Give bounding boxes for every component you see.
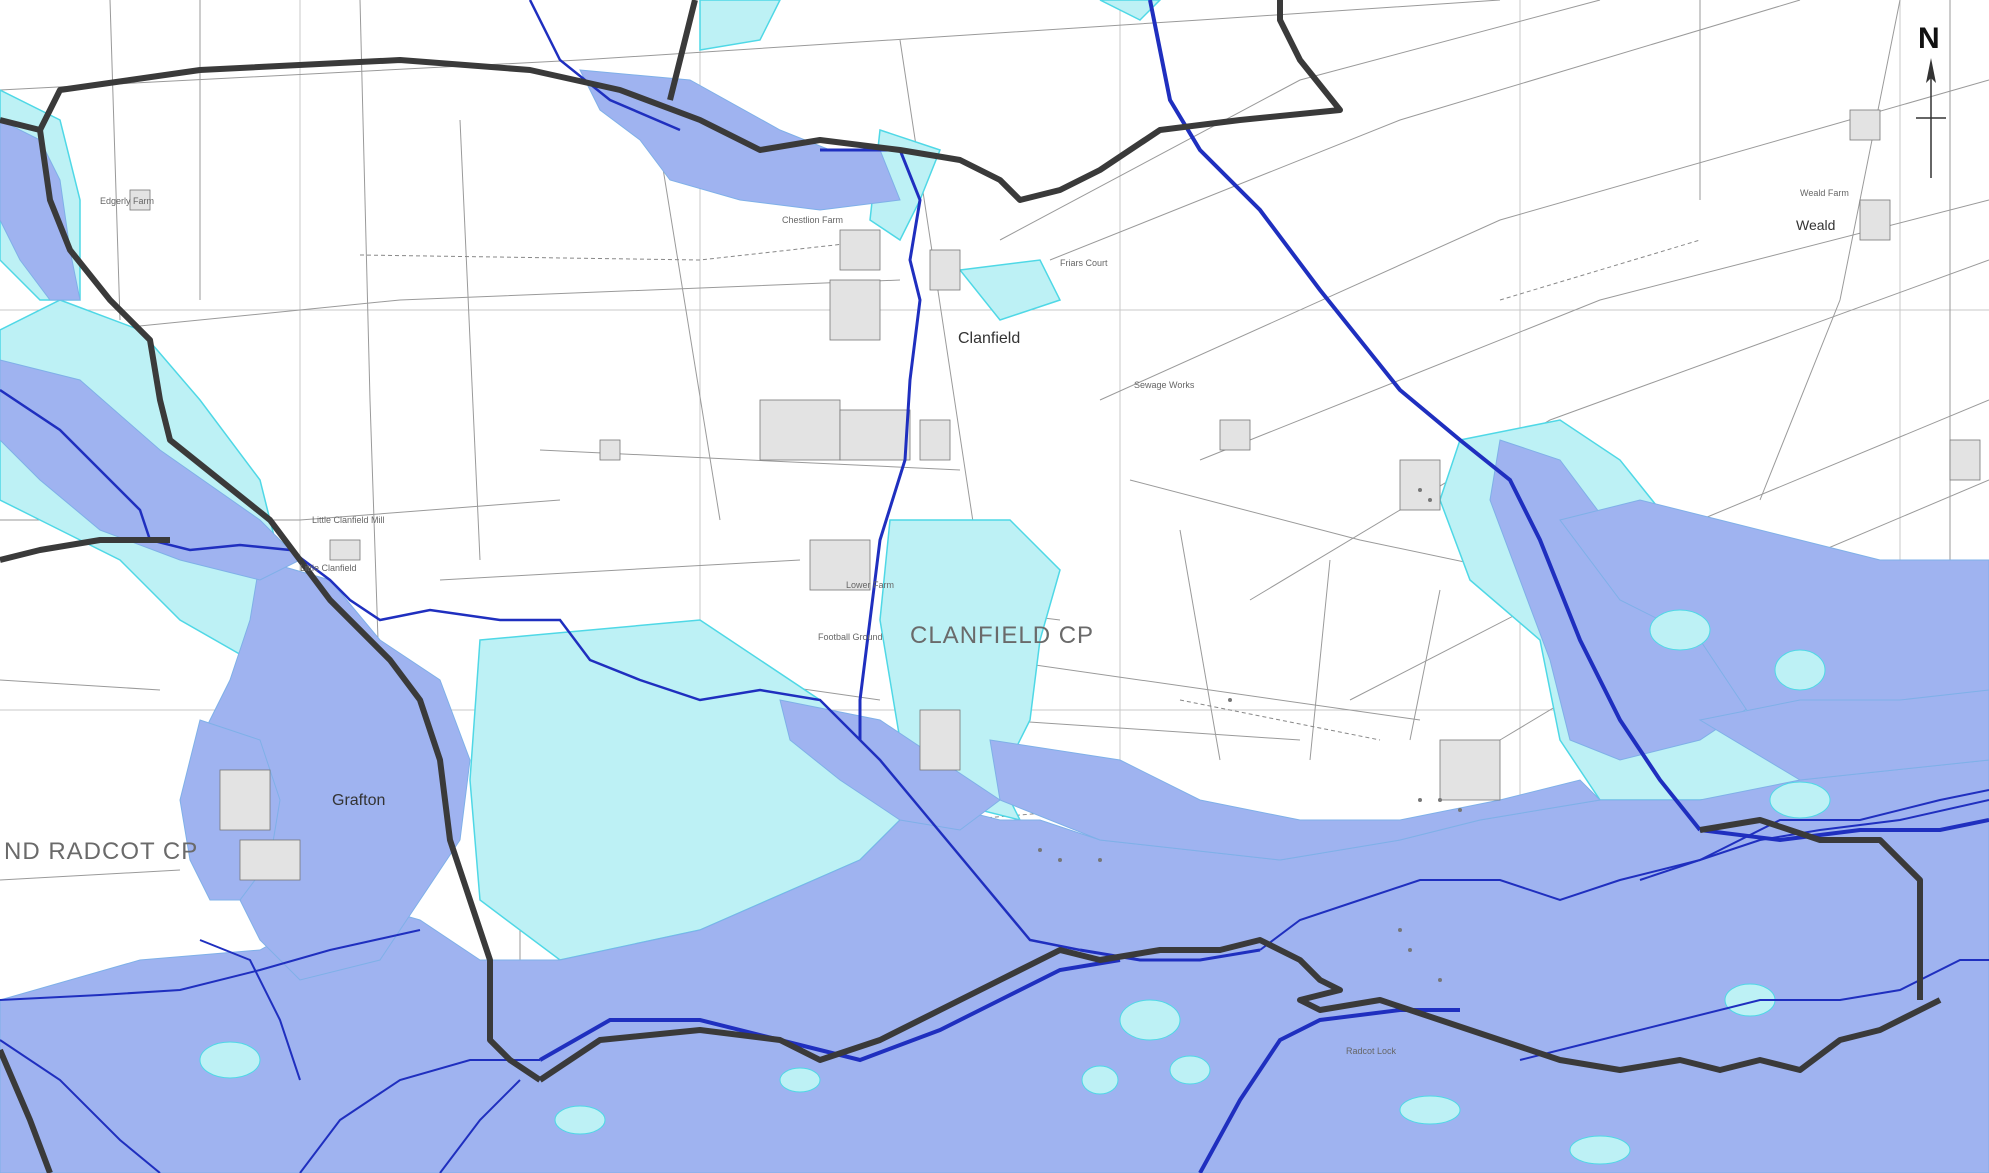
- label-little-clanfield-mill: Little Clanfield Mill: [312, 515, 385, 525]
- parish-label-radcot: ND RADCOT CP: [4, 838, 199, 865]
- parish-boundaries: [0, 0, 1942, 1173]
- buildings: [129, 109, 1981, 881]
- label-little-clanfield: Little Clanfield: [300, 563, 357, 573]
- label-lower-farm: Lower Farm: [846, 580, 895, 590]
- flood-zone-2-islands: [199, 609, 1831, 1165]
- label-football-ground: Football Ground: [818, 632, 883, 642]
- village-label-clanfield: Clanfield: [958, 330, 1021, 347]
- tree-symbols: [1038, 488, 1462, 982]
- parish-label-clanfield: CLANFIELD CP: [910, 622, 1095, 649]
- label-sewage-works: Sewage Works: [1134, 380, 1195, 390]
- village-label-grafton: Grafton: [332, 792, 386, 809]
- north-arrow-icon: [1916, 58, 1946, 178]
- label-friars-court: Friars Court: [1060, 258, 1108, 268]
- north-arrow-label: N: [1918, 22, 1940, 55]
- village-label-weald: Weald: [1796, 217, 1836, 233]
- label-weald-farm: Weald Farm: [1800, 188, 1849, 198]
- label-radcot-lock: Radcot Lock: [1346, 1046, 1397, 1056]
- label-edgerly-farm: Edgerly Farm: [100, 196, 155, 206]
- label-chestlion-farm: Chestlion Farm: [782, 215, 844, 225]
